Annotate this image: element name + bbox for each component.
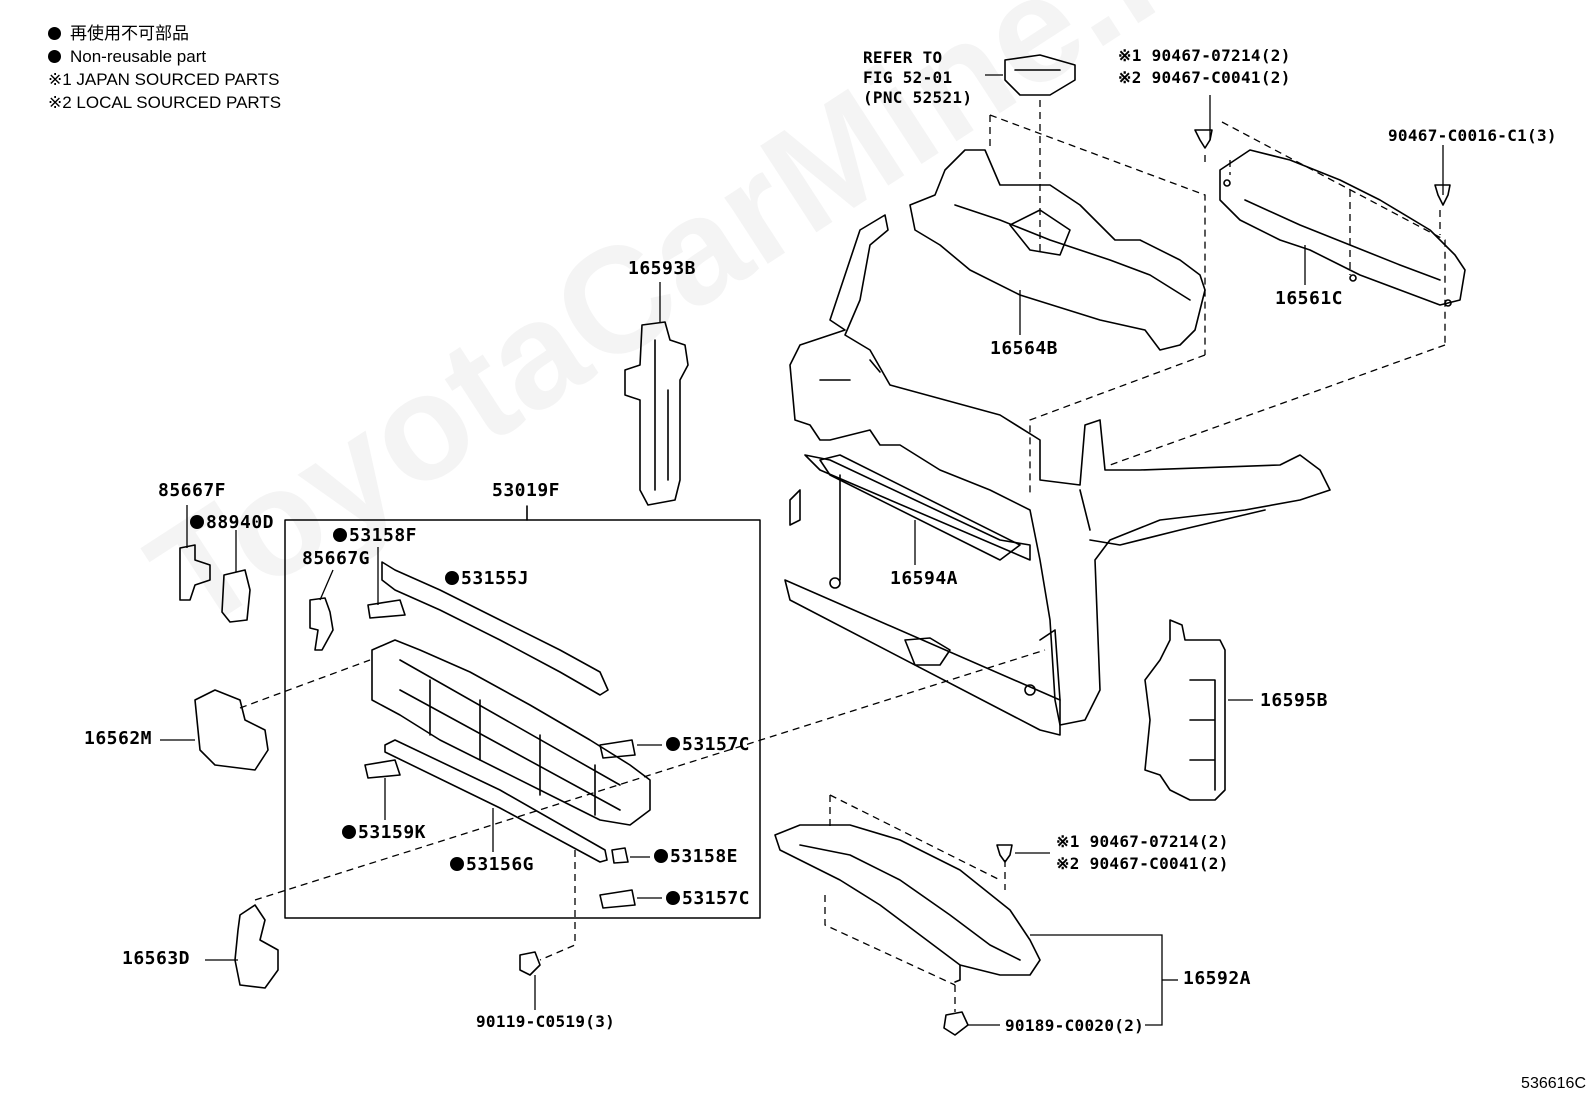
label-53158E[interactable]: 53158E (654, 846, 738, 867)
non-reusable-dot-icon (666, 737, 680, 751)
part-52521-ref (1004, 54, 1076, 96)
label-16592A[interactable]: 16592A (1183, 968, 1252, 989)
legend-note-2: ※2 LOCAL SOURCED PARTS (48, 93, 282, 112)
clip-right (1434, 184, 1451, 206)
part-16562M (194, 689, 269, 771)
non-reusable-dot-icon (450, 857, 464, 871)
non-reusable-dot-icon (666, 891, 680, 905)
label-53155J-text: 53155J (461, 568, 530, 589)
label-85667F[interactable]: 85667F (158, 480, 227, 501)
part-85667G (309, 597, 334, 651)
label-top-ref2[interactable]: ※2 90467-C0041(2) (1118, 68, 1291, 87)
label-90189-C0020[interactable]: 90189-C0020(2) (1005, 1016, 1145, 1035)
label-16595B[interactable]: 16595B (1260, 690, 1329, 711)
non-reusable-dot-icon (654, 849, 668, 863)
part-16594A (819, 454, 1021, 561)
legend: 再使用不可部品 Non-reusable part ※1 JAPAN SOURC… (48, 22, 281, 114)
part-16595B (1144, 619, 1226, 801)
refer-line-1: REFER TO (863, 48, 943, 67)
legend-jp-text: 再使用不可部品 (70, 24, 189, 43)
label-16564B[interactable]: 16564B (990, 338, 1059, 359)
label-16593B[interactable]: 16593B (628, 258, 697, 279)
part-53156G (384, 739, 608, 863)
label-53156G-text: 53156G (466, 854, 535, 875)
part-16564B (909, 149, 1206, 351)
label-53158F[interactable]: 53158F (333, 525, 417, 546)
label-16562M[interactable]: 16562M (84, 728, 153, 749)
label-16563D[interactable]: 16563D (122, 948, 191, 969)
clip-top (1194, 129, 1213, 149)
label-85667G[interactable]: 85667G (302, 548, 371, 569)
refer-line-3: (PNC 52521) (863, 88, 973, 107)
radiator-support-frame (784, 214, 1331, 736)
non-reusable-dot-icon (48, 27, 61, 40)
label-53156G[interactable]: 53156G (450, 854, 534, 875)
part-88940D (221, 569, 251, 623)
label-53159K-text: 53159K (358, 822, 427, 843)
legend-note-1: ※1 JAPAN SOURCED PARTS (48, 70, 280, 89)
non-reusable-dot-icon (333, 528, 347, 542)
label-90119-C0519[interactable]: 90119-C0519(3) (476, 1012, 616, 1031)
label-53019F[interactable]: 53019F (492, 480, 561, 501)
non-reusable-dot-icon (48, 50, 61, 63)
part-53159K-pad (364, 759, 401, 779)
refer-line-2: FIG 52-01 (863, 68, 953, 87)
label-16594A[interactable]: 16594A (890, 568, 959, 589)
non-reusable-dot-icon (445, 571, 459, 585)
legend-jp-row: 再使用不可部品 (48, 22, 281, 45)
part-16593B (624, 321, 689, 506)
non-reusable-dot-icon (190, 515, 204, 529)
label-53155J[interactable]: 53155J (445, 568, 529, 589)
label-16561C[interactable]: 16561C (1275, 288, 1344, 309)
label-53157C-b-text: 53157C (682, 888, 751, 909)
label-top-ref1[interactable]: ※1 90467-07214(2) (1118, 46, 1291, 65)
clip-bottom (996, 844, 1013, 863)
crossmember (371, 639, 651, 826)
label-53157C-a[interactable]: 53157C (666, 734, 750, 755)
nut-90189 (943, 1011, 969, 1036)
label-bottom-ref1[interactable]: ※1 90467-07214(2) (1056, 832, 1229, 851)
bolt-90119 (519, 951, 541, 976)
label-bottom-ref2[interactable]: ※2 90467-C0041(2) (1056, 854, 1229, 873)
figure-number: 536616C (1521, 1075, 1586, 1092)
label-90467-C0016[interactable]: 90467-C0016-C1(3) (1388, 126, 1557, 145)
part-16563D (234, 904, 279, 989)
part-53158F-pad (367, 599, 406, 619)
part-16592A (774, 824, 1041, 976)
label-53157C-a-text: 53157C (682, 734, 751, 755)
label-53157C-b[interactable]: 53157C (666, 888, 750, 909)
legend-en-row: Non-reusable part (48, 45, 281, 68)
refer-note: REFER TO FIG 52-01 (PNC 52521) (863, 48, 972, 108)
part-85667F (179, 544, 211, 601)
assembly-53019F-box (284, 519, 761, 919)
part-53157C-b-pad (599, 889, 636, 909)
label-53158F-text: 53158F (349, 525, 418, 546)
non-reusable-dot-icon (342, 825, 356, 839)
label-53158E-text: 53158E (670, 846, 739, 867)
label-53159K[interactable]: 53159K (342, 822, 426, 843)
part-53155J (381, 561, 609, 696)
part-53158E-pad (611, 847, 629, 864)
legend-en-text: Non-reusable part (70, 47, 207, 66)
label-88940D[interactable]: 88940D (190, 512, 274, 533)
part-16561C (1219, 149, 1466, 306)
label-88940D-text: 88940D (206, 512, 275, 533)
part-53157C-a-pad (599, 739, 636, 759)
